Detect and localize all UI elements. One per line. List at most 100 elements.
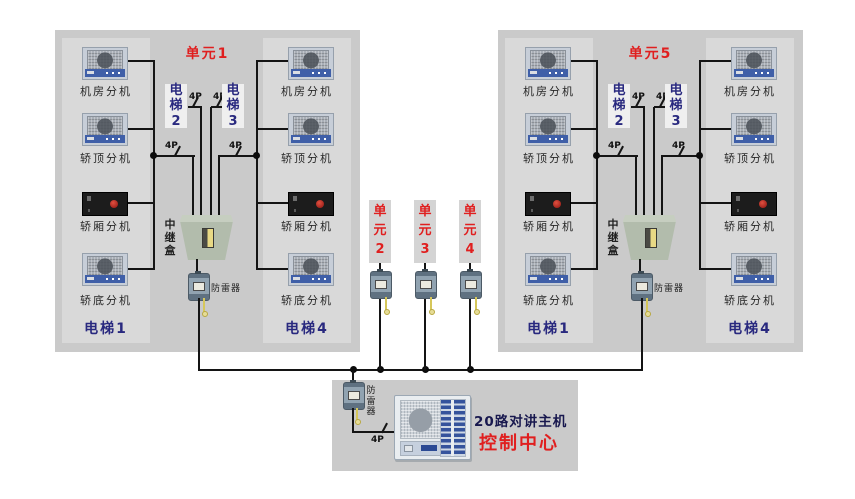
wire-gauge-label: 4P	[165, 141, 178, 151]
intercom-device-icon	[82, 113, 128, 146]
arrester-label: 防雷器	[654, 284, 685, 294]
arrester-tail-wire	[474, 297, 480, 315]
intercom-device-icon	[525, 113, 571, 146]
junction-dot	[350, 366, 357, 373]
console-title: 20路对讲主机	[474, 414, 568, 430]
junction-dot	[253, 152, 260, 159]
wire	[256, 60, 288, 62]
speaker-grille	[87, 116, 123, 136]
relay-box	[180, 215, 233, 260]
arrester-icon	[415, 269, 437, 299]
device-label: 轿顶分机	[523, 152, 575, 165]
junction-dot	[593, 152, 600, 159]
wire-gauge-label: 4P	[371, 435, 384, 445]
wire	[218, 155, 258, 157]
elevator-column-left	[62, 38, 150, 343]
wire	[661, 155, 663, 215]
panel-title: 单元1	[185, 46, 230, 62]
wire	[643, 107, 645, 215]
junction-dot	[150, 152, 157, 159]
wire	[218, 155, 220, 215]
intercom-device-icon	[82, 47, 128, 80]
unit-label: 单元3	[418, 204, 432, 257]
button-strip	[85, 275, 125, 283]
device-label: 轿厢分机	[281, 220, 333, 233]
riser-label-box: 电梯3	[665, 83, 687, 129]
button-strip	[85, 69, 125, 77]
arrester-icon	[460, 269, 482, 299]
device-label: 轿顶分机	[281, 152, 333, 165]
unit-label-box: 单元2	[369, 200, 391, 263]
arrester-tail-wire	[355, 408, 361, 425]
junction-dot	[696, 152, 703, 159]
wire	[352, 371, 354, 382]
button-strip	[85, 135, 125, 143]
wire-gauge-label: 4P	[656, 92, 669, 102]
wire	[192, 155, 194, 215]
wire	[569, 202, 598, 204]
wire	[352, 431, 395, 433]
wire	[256, 202, 288, 204]
riser-label-box: 电梯2	[608, 83, 630, 129]
wire	[153, 60, 155, 270]
intercom-device-icon	[731, 253, 777, 286]
riser-label: 电梯3	[226, 83, 240, 129]
arrester-label: 防雷器	[211, 284, 242, 294]
arrester-icon	[188, 271, 210, 301]
wire	[188, 106, 202, 108]
wire	[379, 262, 381, 370]
speaker-grille	[293, 256, 329, 276]
wire	[200, 107, 202, 215]
intercom-device-icon	[288, 113, 334, 146]
control-center-title: 控制中心	[479, 433, 559, 454]
wire	[424, 262, 426, 370]
wire	[699, 268, 731, 270]
speaker-grille	[87, 256, 123, 276]
button-strip	[734, 135, 774, 143]
unit-label: 单元4	[463, 204, 477, 257]
speaker-grille	[530, 256, 566, 276]
speaker-grille	[530, 50, 566, 70]
wire	[210, 107, 212, 215]
console-speaker-grille	[400, 400, 441, 439]
intercom-device-icon	[525, 253, 571, 286]
wire	[211, 106, 225, 108]
wire	[699, 60, 701, 270]
wire-gauge-label: 4P	[672, 141, 685, 151]
wire-gauge-label: 4P	[213, 92, 226, 102]
wire	[639, 259, 641, 274]
trunk-wire	[198, 369, 643, 371]
console-channel-keys	[440, 399, 466, 457]
wire-gauge-label: 4P	[189, 92, 202, 102]
speaker-grille	[87, 50, 123, 70]
speaker-grille	[736, 256, 772, 276]
riser-label: 电梯3	[669, 83, 683, 129]
cabin-intercom-icon	[82, 192, 128, 216]
wire	[256, 128, 288, 130]
button-strip	[291, 69, 331, 77]
device-label: 轿顶分机	[80, 152, 132, 165]
elevator-label: 电梯1	[84, 321, 128, 337]
elevator-label: 电梯4	[285, 321, 329, 337]
device-label: 机房分机	[281, 85, 333, 98]
wire	[256, 60, 258, 270]
master-console-icon	[394, 395, 471, 460]
speaker-grille	[293, 116, 329, 136]
arrester-icon	[631, 271, 653, 301]
wire	[196, 259, 198, 274]
speaker-grille	[293, 50, 329, 70]
intercom-device-icon	[731, 113, 777, 146]
wire	[569, 268, 598, 270]
wire	[469, 262, 471, 370]
speaker-grille	[736, 50, 772, 70]
device-label: 轿顶分机	[724, 152, 776, 165]
device-label: 机房分机	[523, 85, 575, 98]
button-strip	[528, 69, 568, 77]
button-strip	[734, 69, 774, 77]
wire	[699, 60, 731, 62]
wire	[198, 298, 200, 371]
elevator-column-left	[505, 38, 593, 343]
intercom-device-icon	[525, 47, 571, 80]
relay-box-label: 中继盒	[607, 218, 619, 257]
intercom-device-icon	[731, 47, 777, 80]
